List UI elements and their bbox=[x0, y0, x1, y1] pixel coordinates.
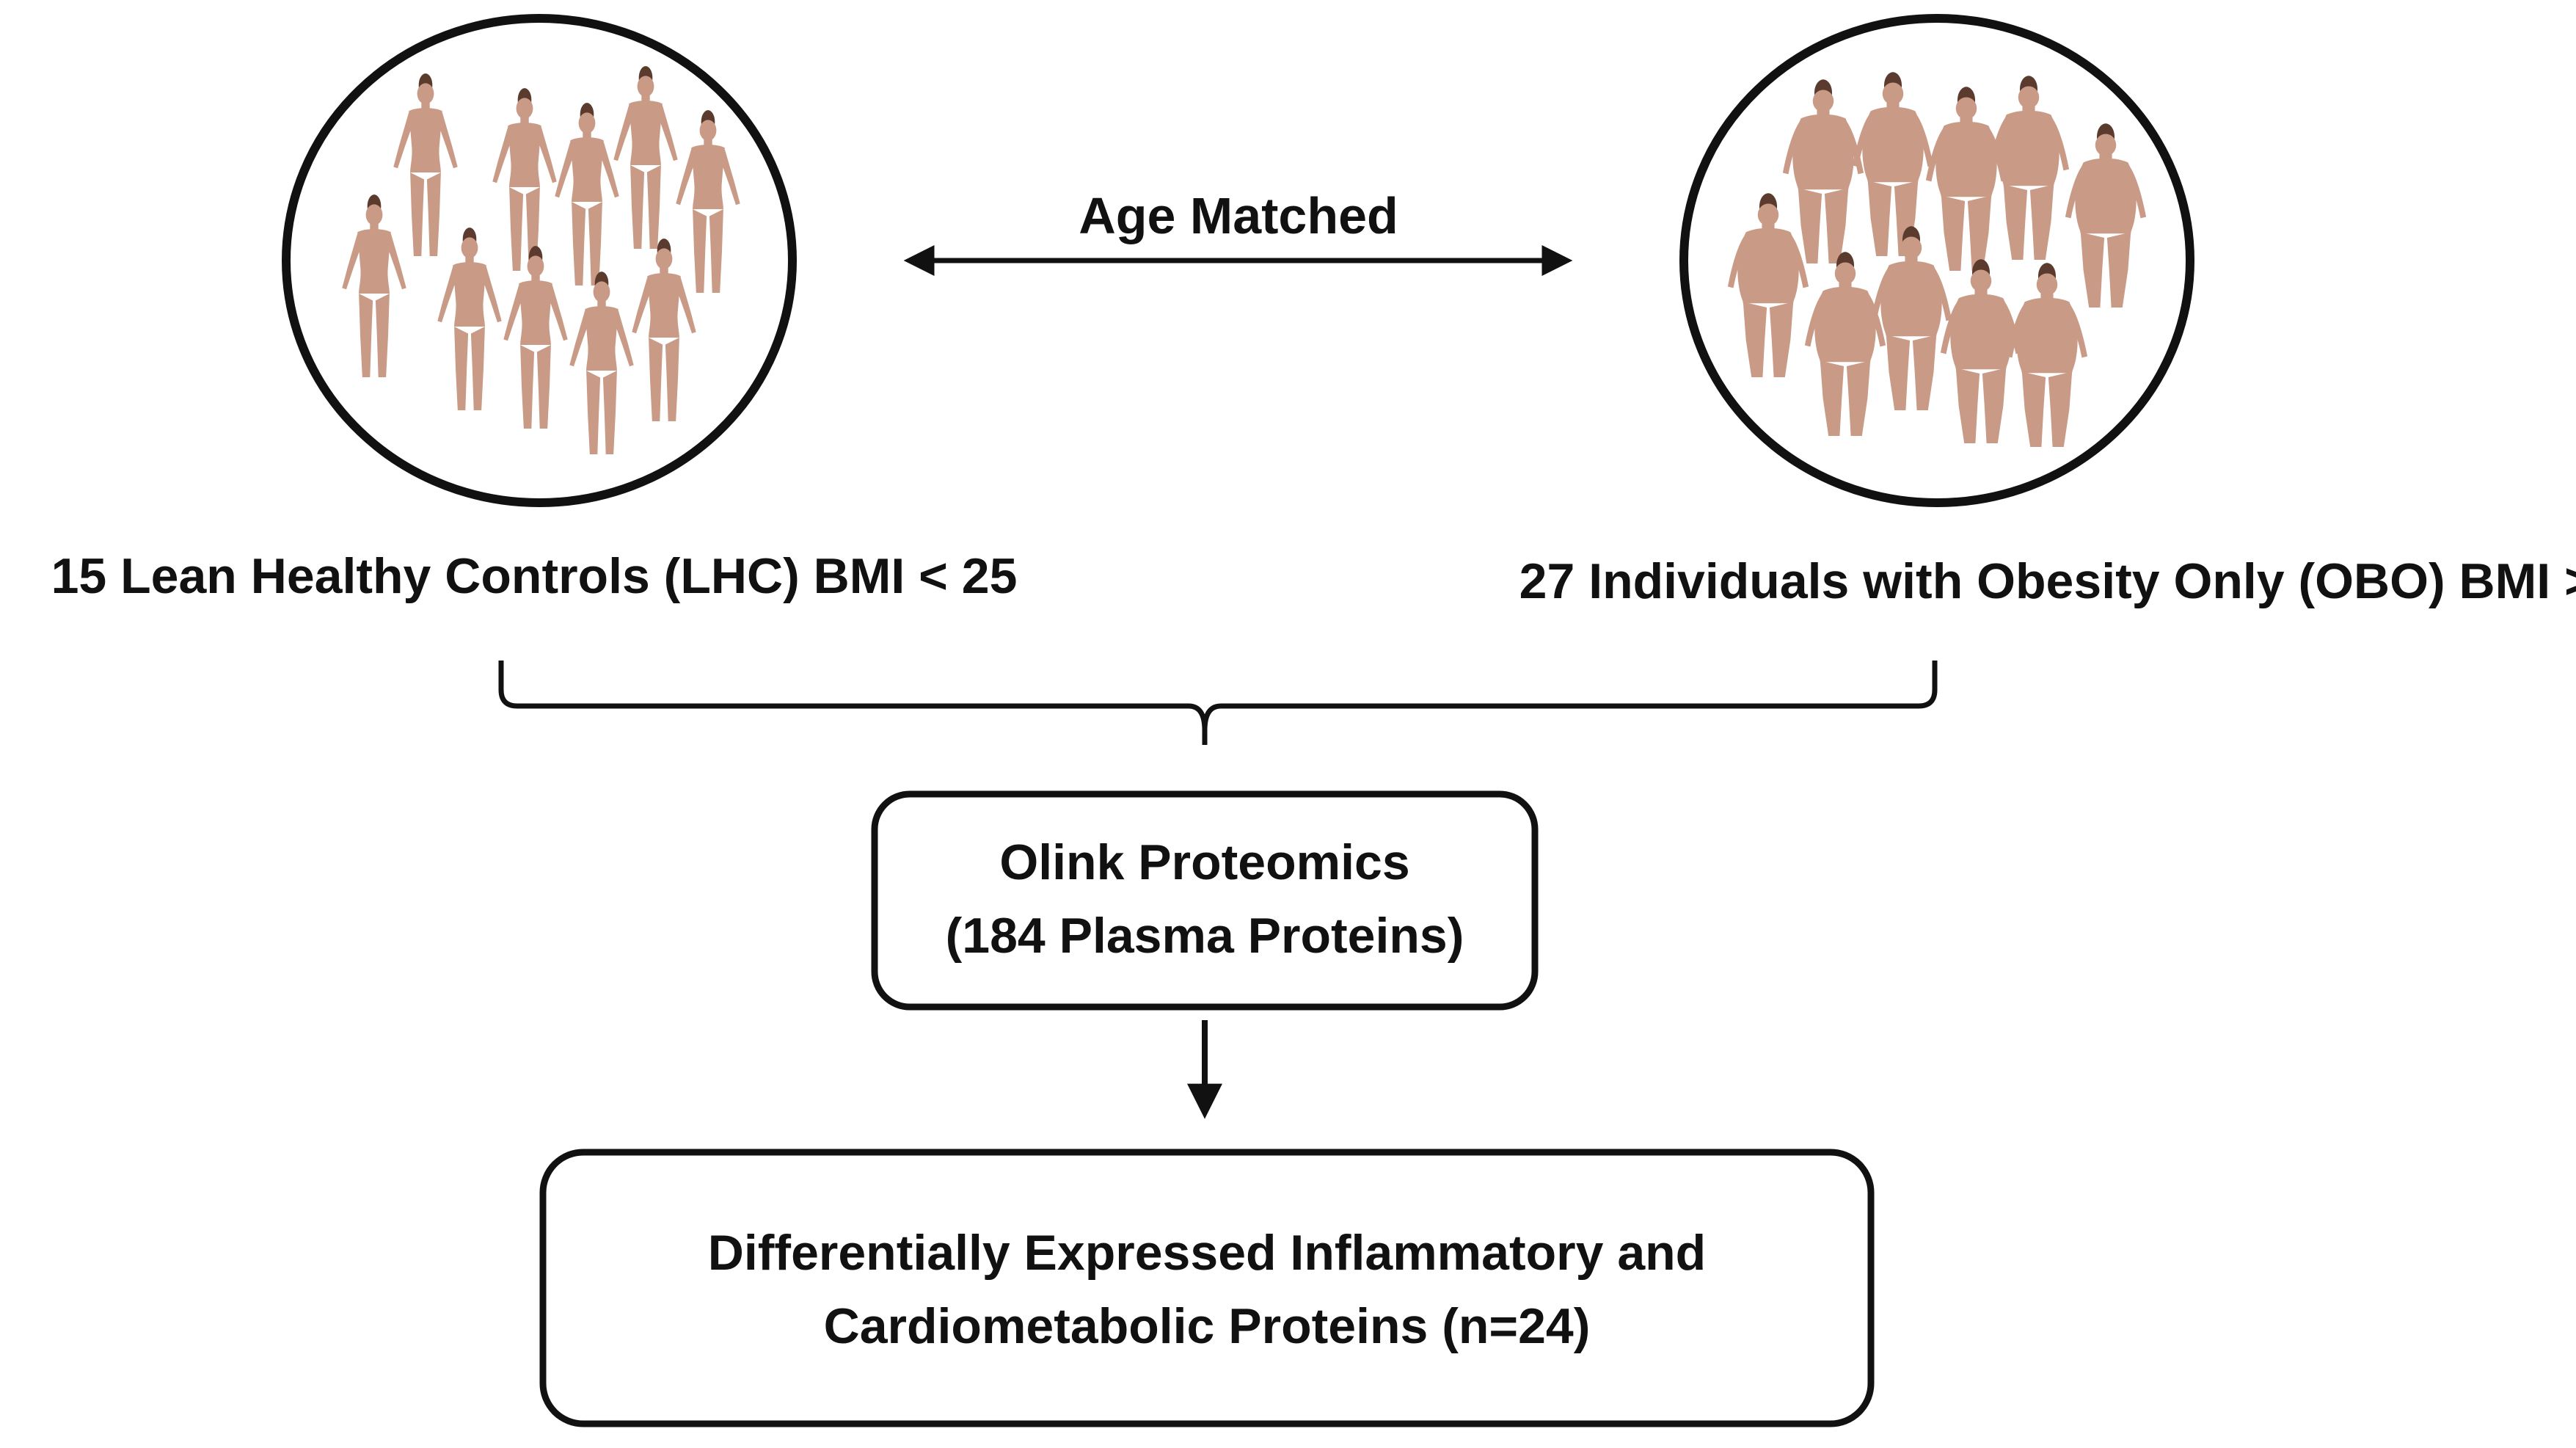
olink-proteomics-box bbox=[871, 790, 1539, 1011]
obese-group-illustration bbox=[1679, 14, 2194, 507]
lean-group-label: 15 Lean Healthy Controls (LHC) BMI < 25 bbox=[51, 548, 1018, 604]
differential-expression-box bbox=[539, 1149, 1875, 1427]
obese-group-label: 27 Individuals with Obesity Only (OBO) B… bbox=[1519, 553, 2576, 609]
age-matched-label: Age Matched bbox=[1079, 187, 1398, 244]
lean-group-illustration bbox=[282, 14, 797, 507]
group-merge-bracket bbox=[498, 661, 1938, 731]
olink-proteomics-subtitle: (184 Plasma Proteins) bbox=[946, 908, 1464, 964]
differential-expression-line2: Cardiometabolic Proteins (n=24) bbox=[824, 1298, 1591, 1354]
differential-expression-line1: Differentially Expressed Inflammatory an… bbox=[708, 1225, 1706, 1281]
olink-proteomics-title: Olink Proteomics bbox=[999, 834, 1409, 890]
